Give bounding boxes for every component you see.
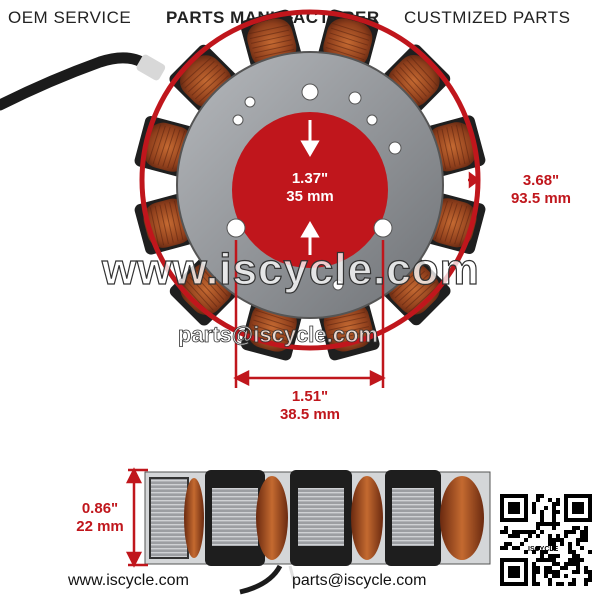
inner-diameter-label: 1.37" 35 mm (270, 170, 350, 206)
qr-label: ISCYCLE (528, 546, 559, 553)
inner-bore-circle (232, 112, 388, 268)
header-customized-parts: CUSTMIZED PARTS (404, 8, 571, 27)
inner-diameter-inches: 1.37" (291, 170, 329, 187)
bolt-spacing-dimension (233, 240, 386, 388)
stator-side-view (144, 470, 491, 595)
bolt-hole-left (226, 218, 246, 238)
qr-code (500, 494, 592, 586)
plate-holes (232, 83, 402, 291)
height-inches: 0.86" (81, 500, 119, 517)
watermark-large: www.iscycle.com (101, 244, 480, 294)
height-label: 0.86" 22 mm (70, 500, 130, 536)
bolt-spacing-label: 1.51" 38.5 mm (260, 388, 360, 424)
watermark-small: parts@iscycle.com (178, 322, 379, 348)
footer-email[interactable]: parts@iscycle.com (292, 572, 427, 589)
outer-diameter-arrow (468, 171, 481, 189)
wire-harness (0, 52, 154, 111)
footer-website[interactable]: www.iscycle.com (68, 572, 189, 589)
outer-diameter-label: 3.68" 93.5 mm (486, 172, 596, 208)
inner-diameter-mm: 35 mm (286, 188, 334, 205)
inner-diameter-arrows (300, 120, 320, 255)
height-mm: 22 mm (76, 518, 124, 535)
outer-diameter-inches: 3.68" (522, 172, 560, 189)
outer-diameter-mm: 93.5 mm (510, 190, 572, 207)
wire-connector-sleeve (136, 54, 166, 81)
height-dimension (125, 467, 148, 568)
bolt-hole-right (373, 218, 393, 238)
bolt-spacing-inches: 1.51" (291, 388, 329, 405)
header-oem-service: OEM SERVICE (8, 8, 132, 27)
bolt-spacing-mm: 38.5 mm (279, 406, 341, 423)
